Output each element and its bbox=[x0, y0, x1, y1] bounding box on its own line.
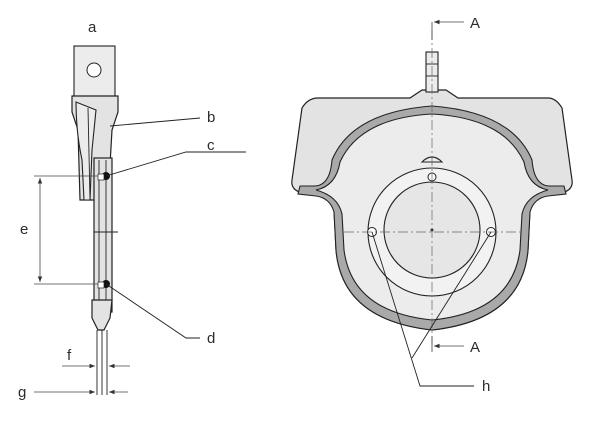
label-section-bottom: A bbox=[470, 339, 480, 356]
leader-h-right bbox=[411, 231, 492, 359]
label-f: f bbox=[67, 347, 72, 364]
label-e: e bbox=[20, 221, 28, 238]
side-view bbox=[71, 45, 119, 395]
side-flange bbox=[93, 157, 113, 313]
label-c: c bbox=[207, 137, 215, 154]
label-a: a bbox=[88, 19, 97, 36]
leader-c bbox=[105, 151, 246, 177]
leader-b bbox=[109, 117, 201, 127]
label-h: h bbox=[482, 378, 490, 395]
clamp-lip bbox=[75, 101, 97, 201]
side-lower bbox=[91, 299, 113, 331]
label-b: b bbox=[207, 109, 215, 126]
label-g: g bbox=[18, 384, 26, 401]
section-mark-bottom bbox=[431, 336, 464, 352]
label-d: d bbox=[207, 330, 215, 347]
label-section-top: A bbox=[470, 15, 480, 32]
mounting-hole bbox=[86, 62, 102, 78]
section-mark-top bbox=[431, 19, 464, 40]
leader-d bbox=[105, 283, 200, 339]
front-view bbox=[291, 30, 573, 345]
leader-h-left bbox=[371, 231, 474, 387]
dimension-e bbox=[34, 175, 98, 285]
